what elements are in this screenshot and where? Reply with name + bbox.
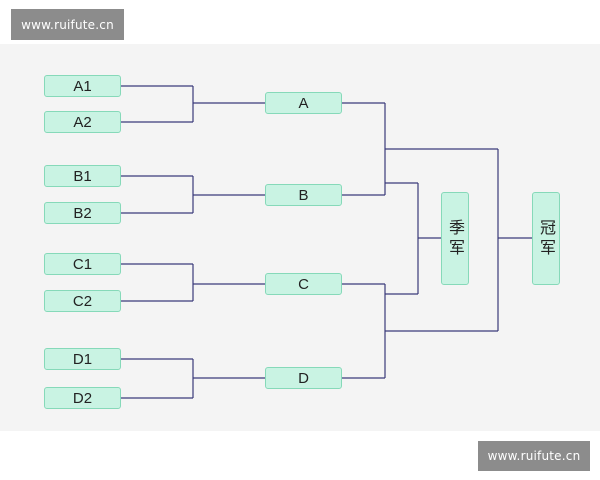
entrant-c1: C1	[44, 253, 121, 275]
group-winner-d: D	[265, 367, 342, 389]
group-winner-c: C	[265, 273, 342, 295]
entrant-a2: A2	[44, 111, 121, 133]
watermark-top: www.ruifute.cn	[11, 9, 124, 40]
third-place-box: 季军	[441, 192, 469, 285]
entrant-d2: D2	[44, 387, 121, 409]
entrant-a1: A1	[44, 75, 121, 97]
watermark-bottom: www.ruifute.cn	[478, 441, 590, 471]
entrant-c2: C2	[44, 290, 121, 312]
entrant-b1: B1	[44, 165, 121, 187]
entrant-d1: D1	[44, 348, 121, 370]
entrant-b2: B2	[44, 202, 121, 224]
group-winner-b: B	[265, 184, 342, 206]
group-winner-a: A	[265, 92, 342, 114]
champion-box: 冠军	[532, 192, 560, 285]
